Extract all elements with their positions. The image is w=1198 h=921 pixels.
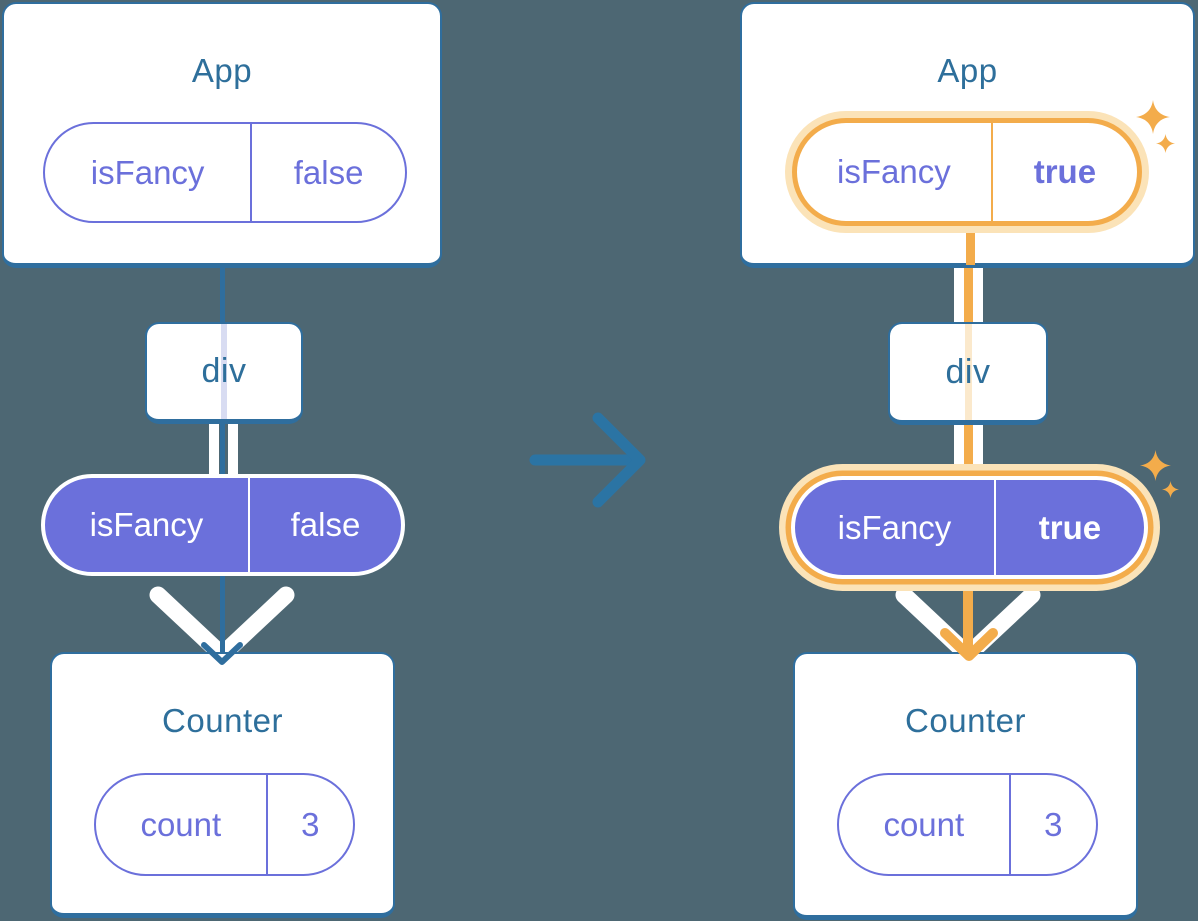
state-edge-app-div bbox=[963, 266, 973, 324]
prop-name-cell: isFancy bbox=[89, 506, 204, 543]
component-name: App bbox=[191, 52, 253, 89]
prop-pill-highlighted: isFancy true bbox=[792, 118, 1142, 226]
prop-name-cell: isFancy bbox=[837, 508, 952, 546]
tree-edge-div-pill bbox=[219, 422, 225, 478]
app-card-after: App isFancy true bbox=[740, 2, 1195, 268]
component-name: Counter bbox=[905, 702, 1026, 739]
component-name: App bbox=[937, 52, 998, 89]
component-name: Counter bbox=[162, 702, 283, 739]
tree-edge-pill-counter bbox=[219, 574, 225, 654]
div-node-after: div bbox=[888, 322, 1048, 425]
state-edge-div-pill bbox=[963, 423, 973, 479]
counter-card-before: Counter count 3 bbox=[50, 652, 395, 918]
passed-prop-pill-after: isFancy true bbox=[791, 476, 1148, 579]
sparkle-icon bbox=[1156, 134, 1175, 153]
state-value-cell: 3 bbox=[265, 775, 353, 874]
element-name: div bbox=[945, 352, 991, 391]
state-edge-pill-counter bbox=[963, 578, 973, 656]
prop-value-cell: true bbox=[993, 480, 1144, 575]
tree-edge-through-div bbox=[221, 324, 227, 419]
sparkle-icon bbox=[1162, 481, 1179, 498]
prop-value-cell: true bbox=[990, 123, 1137, 221]
passed-prop-pill-before: isFancy false bbox=[41, 474, 405, 576]
props-flow-lines bbox=[953, 424, 983, 476]
prop-value-cell: false bbox=[247, 478, 401, 572]
prop-pill: isFancy false bbox=[43, 122, 407, 223]
state-edge-through-div bbox=[965, 324, 972, 420]
tree-edge-arrowhead bbox=[201, 642, 243, 665]
counter-card-after: Counter count 3 bbox=[793, 652, 1138, 920]
sparkle-icon bbox=[1136, 100, 1170, 134]
sparkle-icon bbox=[1140, 450, 1171, 481]
app-card-before: App isFancy false bbox=[2, 2, 442, 268]
props-flow-lines bbox=[208, 422, 238, 478]
props-flow-lines bbox=[953, 266, 983, 324]
state-pill: count 3 bbox=[837, 773, 1098, 876]
prop-name-cell: isFancy bbox=[90, 153, 205, 191]
state-pill: count 3 bbox=[94, 773, 355, 876]
prop-value-cell: false bbox=[250, 124, 405, 221]
div-node-before: div bbox=[145, 322, 303, 424]
state-value-cell: 3 bbox=[1008, 775, 1096, 874]
arrow-right-icon bbox=[529, 412, 646, 508]
state-edge-stub bbox=[965, 231, 975, 265]
state-edge-arrowhead bbox=[940, 628, 998, 661]
state-name-cell: count bbox=[883, 805, 965, 843]
prop-name-cell: isFancy bbox=[837, 153, 951, 190]
element-name: div bbox=[201, 352, 247, 390]
state-name-cell: count bbox=[140, 805, 222, 843]
tree-edge-app-div bbox=[219, 266, 225, 324]
